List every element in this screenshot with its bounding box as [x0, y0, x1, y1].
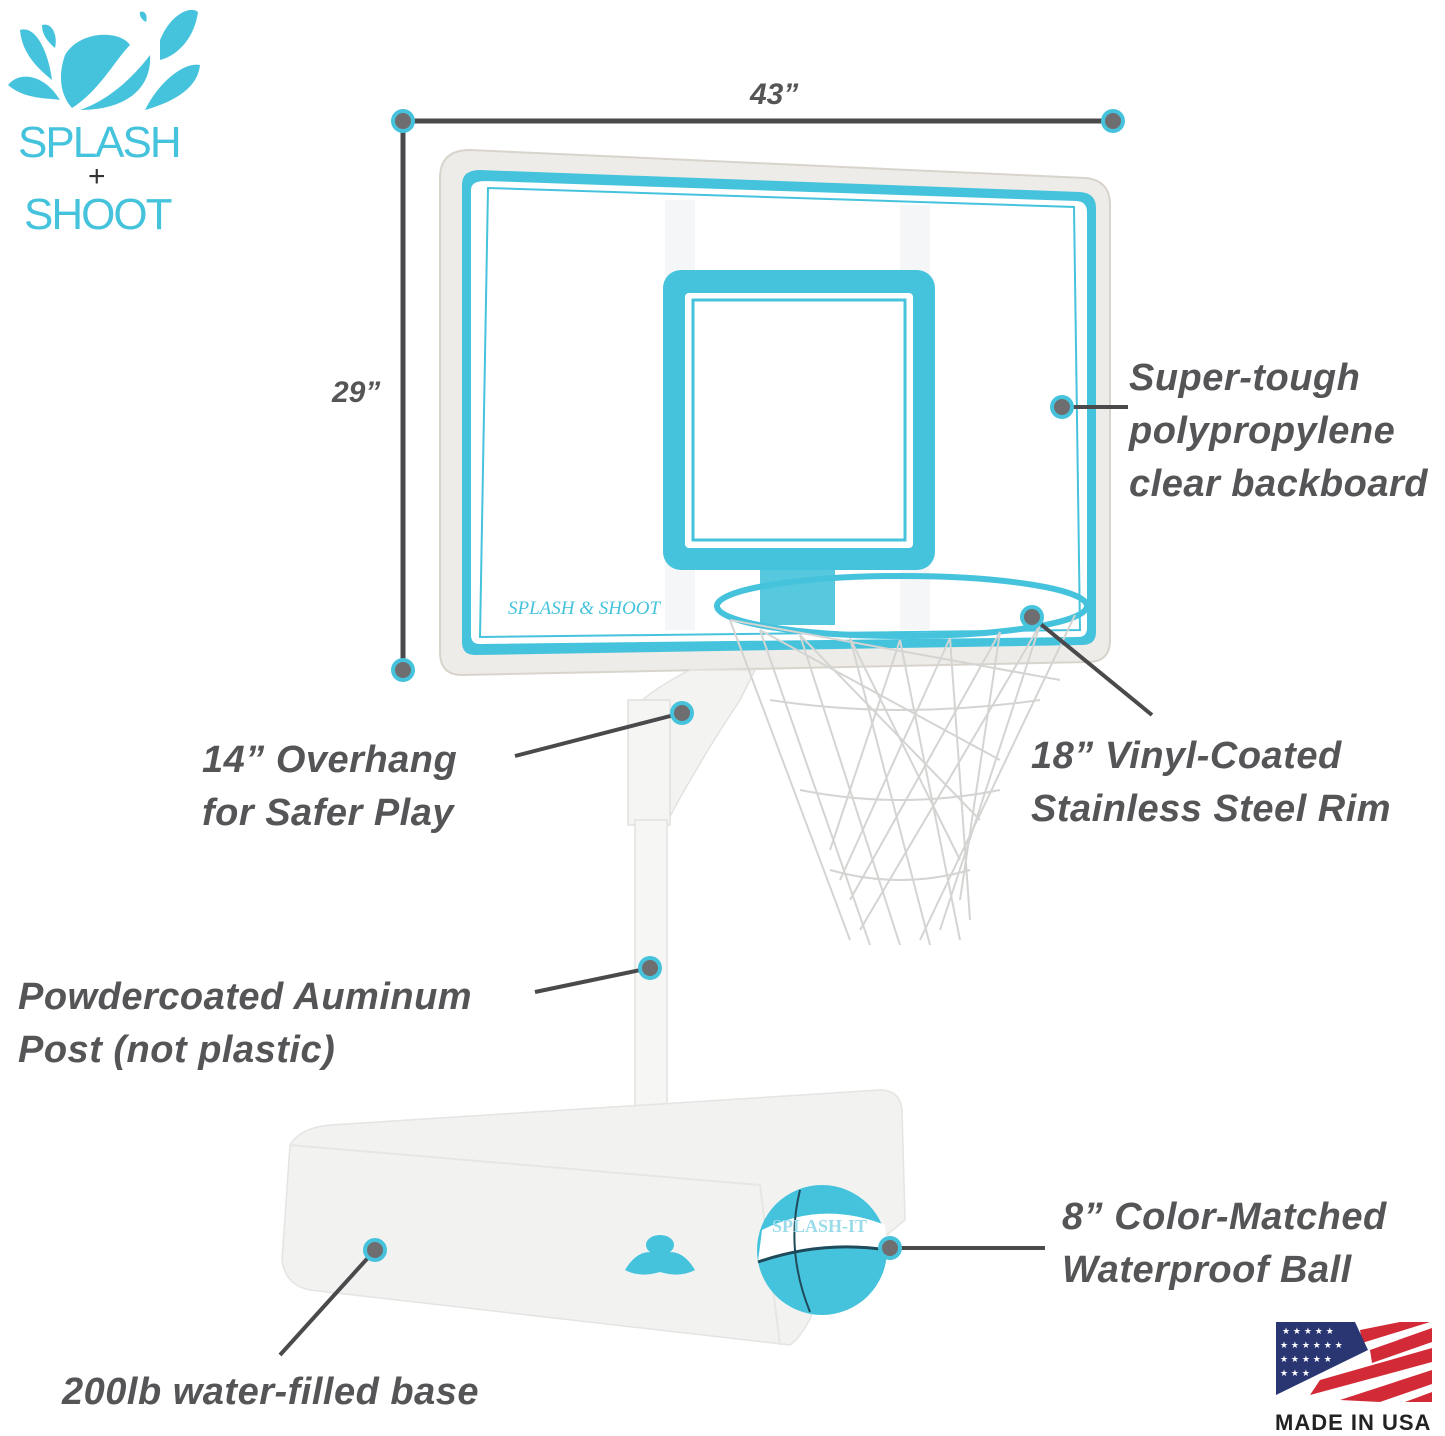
callout-line: Waterproof Ball [1062, 1249, 1352, 1291]
marker-dot-icon [638, 956, 662, 980]
logo-text-splash: SPLASH [18, 118, 182, 167]
callout-line: 18” Vinyl-Coated [1031, 735, 1342, 777]
made-in-usa-label: MADE IN USA [1275, 1410, 1432, 1435]
callout-line: Powdercoated Auminum [18, 976, 473, 1018]
marker-dot-icon [1101, 109, 1125, 133]
callout-post: Powdercoated Auminum Post (not plastic) [18, 971, 472, 1077]
svg-text:★ ★ ★: ★ ★ ★ [1280, 1369, 1310, 1379]
callout-backboard: Super-tough polypropylene clear backboar… [1129, 352, 1428, 511]
callout-line: clear backboard [1129, 463, 1428, 505]
callout-line: Post (not plastic) [18, 1029, 336, 1071]
marker-dot-icon [363, 1238, 387, 1262]
callout-line: for Safer Play [202, 792, 454, 834]
marker-dot-icon [1050, 395, 1074, 419]
marker-dot-icon [1020, 605, 1044, 629]
svg-text:★ ★ ★ ★ ★ ★: ★ ★ ★ ★ ★ ★ [1280, 1341, 1343, 1351]
callout-base: 200lb water-filled base [62, 1366, 479, 1419]
callout-overhang: 14” Overhang for Safer Play [202, 734, 457, 840]
callout-line: 8” Color-Matched [1062, 1196, 1387, 1238]
svg-text:SPLASH-IT: SPLASH-IT [772, 1216, 867, 1236]
base-logo-icon [625, 1235, 695, 1275]
height-dimension: 29” [332, 376, 381, 409]
backboard-brand-text: SPLASH & SHOOT [508, 598, 661, 619]
callout-line: Super-tough [1129, 357, 1361, 399]
callout-line: Stainless Steel Rim [1031, 788, 1392, 830]
callout-line: 14” Overhang [202, 739, 458, 781]
svg-text:★ ★ ★ ★ ★: ★ ★ ★ ★ ★ [1282, 1327, 1334, 1337]
callout-line: polypropylene [1129, 410, 1396, 452]
logo-text-shoot: SHOOT [24, 190, 172, 239]
markers [363, 109, 1125, 1262]
splash-logo-icon [8, 9, 200, 110]
rim [714, 573, 1090, 639]
width-dimension: 43” [750, 78, 799, 111]
net [729, 614, 1076, 946]
callout-ball: 8” Color-Matched Waterproof Ball [1062, 1191, 1387, 1297]
callout-rim: 18” Vinyl-Coated Stainless Steel Rim [1031, 730, 1391, 836]
svg-text:★ ★ ★ ★ ★: ★ ★ ★ ★ ★ [1280, 1355, 1332, 1365]
marker-dot-icon [391, 658, 415, 682]
marker-dot-icon [670, 701, 694, 725]
marker-dot-icon [878, 1236, 902, 1260]
logo-plus: + [88, 160, 106, 193]
us-flag-icon: ★ ★ ★ ★ ★ ★ ★ ★ ★ ★ ★ ★ ★ ★ ★ ★ ★ ★ ★ [1276, 1322, 1432, 1402]
callout-line: 200lb water-filled base [62, 1371, 479, 1413]
ball-icon: SPLASH-IT [757, 1185, 888, 1315]
marker-dot-icon [391, 109, 415, 133]
